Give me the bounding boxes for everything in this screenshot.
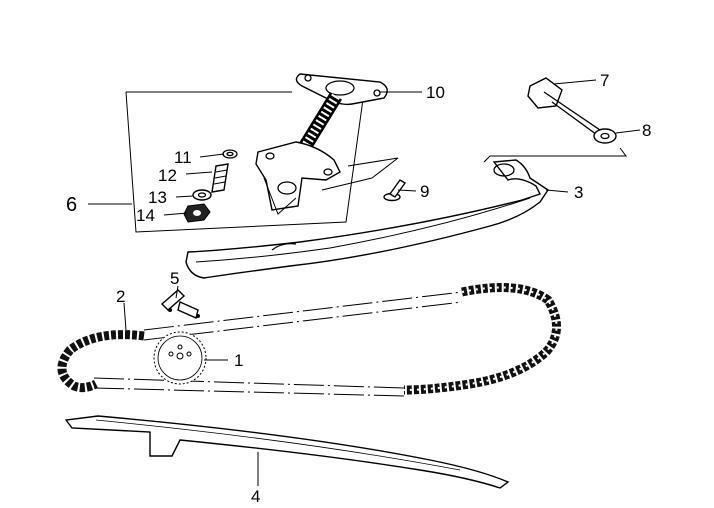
washer-11 [222,149,238,159]
chain-guide-4 [64,415,510,489]
sprocket-1 [153,331,207,385]
callout-9: 9 [420,182,429,201]
tensioner-group-outline [125,91,380,233]
callout-11: 11 [174,148,192,167]
callout-labels: 1 2 3 4 5 6 7 8 9 10 11 12 13 14 [66,71,651,506]
washer-13 [192,189,212,201]
callout-3: 3 [574,183,583,202]
tensioner-body [255,141,341,211]
callout-12: 12 [158,166,177,185]
callout-6: 6 [66,194,77,216]
nut-14 [183,203,211,223]
callout-10: 10 [426,83,445,102]
washer-8 [593,128,617,144]
callout-8: 8 [642,121,651,140]
callout-14: 14 [136,206,155,225]
callout-2: 2 [116,287,125,306]
tensioner-pivot-bracket [263,157,399,215]
pivot-bolt-7 [527,77,605,141]
bolt-9 [383,179,407,202]
pins-5 [160,289,200,319]
pin-12 [211,163,229,193]
leader-lines [88,79,641,486]
tensioner-slipper-3 [185,159,549,279]
callout-5: 5 [170,269,179,288]
callout-4: 4 [251,487,260,506]
tensioner-flange-gasket [295,73,388,106]
callout-7: 7 [600,71,609,90]
timing-chain-2 [57,283,561,397]
callout-1: 1 [234,351,243,370]
callout-13: 13 [148,188,167,207]
